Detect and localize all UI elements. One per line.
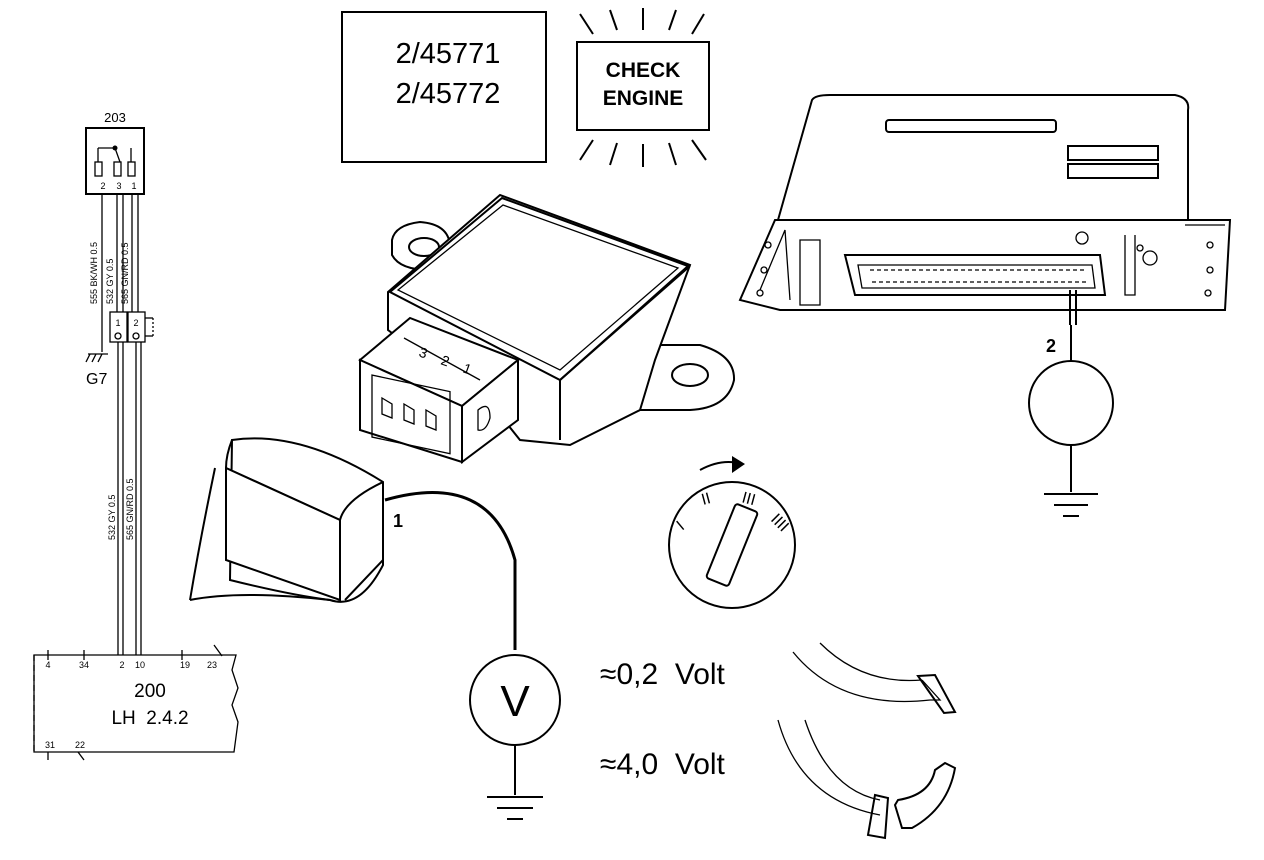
callout-1: 1 — [393, 511, 403, 531]
engine-control-unit — [738, 94, 1232, 325]
ignition-switch-icon: I II III IIII — [668, 456, 796, 609]
callout-2: 2 — [1046, 336, 1056, 356]
ecu-pin-22: 22 — [75, 740, 85, 750]
lamp-text-engine: ENGINE — [603, 87, 684, 110]
junction-pin-1: 1 — [115, 318, 120, 328]
test-lamp-icon — [1028, 325, 1114, 492]
sensor-pin-1: 1 — [131, 181, 136, 191]
junction-block: 1 2 — [109, 311, 154, 343]
control-unit-name: LH 2.4.2 — [111, 708, 188, 729]
ecu-pin-19: 19 — [180, 660, 190, 670]
ecu-pin-4: 4 — [45, 660, 50, 670]
sensor-pin-2: 2 — [100, 181, 105, 191]
lamp-rays-icon — [579, 8, 707, 167]
throttle-closed-arrow-icon — [792, 642, 957, 715]
wire-label-565-upper: 565 GN/RD 0.5 — [120, 242, 130, 304]
lamp-text-check: CHECK — [606, 59, 681, 82]
ecu-pin-31: 31 — [45, 740, 55, 750]
control-unit-id: 200 — [134, 681, 166, 702]
test-lamp-ground-icon — [1044, 493, 1098, 517]
part-number-2: 2/45772 — [396, 78, 501, 110]
ecu-pin-34: 34 — [79, 660, 89, 670]
ecu-pin-2: 2 — [119, 660, 124, 670]
voltmeter-icon: V — [469, 654, 561, 795]
ground-g7-icon — [85, 312, 108, 363]
ignition-pos-2: II — [700, 490, 713, 509]
check-engine-lamp: CHECK ENGINE — [576, 8, 710, 167]
part-number-1: 2/45771 — [396, 38, 501, 70]
ignition-pos-1: I — [674, 518, 688, 534]
ecu-pin-10: 10 — [135, 660, 145, 670]
throttle-open-arrow-icon — [777, 719, 957, 840]
wire-label-532-upper: 532 GY 0.5 — [105, 259, 115, 304]
junction-pin-2: 2 — [133, 318, 138, 328]
reading-closed: ≈0,2 Volt — [600, 658, 726, 691]
probe-lead-wire — [384, 491, 517, 650]
voltmeter-ground-icon — [487, 796, 543, 820]
wiring-schematic: 203 2 3 1 555 BK/WH 0.5 532 GY 0.5 565 G… — [33, 110, 239, 761]
wire-label-555: 555 BK/WH 0.5 — [89, 242, 99, 304]
ignition-pos-3: III — [740, 489, 757, 509]
reading-open: ≈4,0 Volt — [600, 748, 726, 781]
wire-label-532-lower: 532 GY 0.5 — [107, 495, 117, 540]
ground-label: G7 — [86, 371, 107, 388]
voltmeter-symbol: V — [500, 677, 530, 726]
sensor-pin-3: 3 — [116, 181, 121, 191]
throttle-position-sensor: 3 2 1 — [358, 193, 736, 464]
sensor-connector-block — [85, 127, 145, 195]
ecu-pin-23: 23 — [207, 660, 217, 670]
wire-label-565-lower: 565 GN/RD 0.5 — [125, 478, 135, 540]
part-number-box: 2/45771 2/45772 — [341, 11, 547, 163]
sensor-connector-id: 203 — [104, 110, 126, 125]
control-unit-box: 4 34 2 10 19 23 200 LH 2.4.2 31 22 — [33, 644, 239, 761]
probe-hand — [189, 437, 384, 603]
ecu-connector-pins — [870, 269, 1088, 283]
